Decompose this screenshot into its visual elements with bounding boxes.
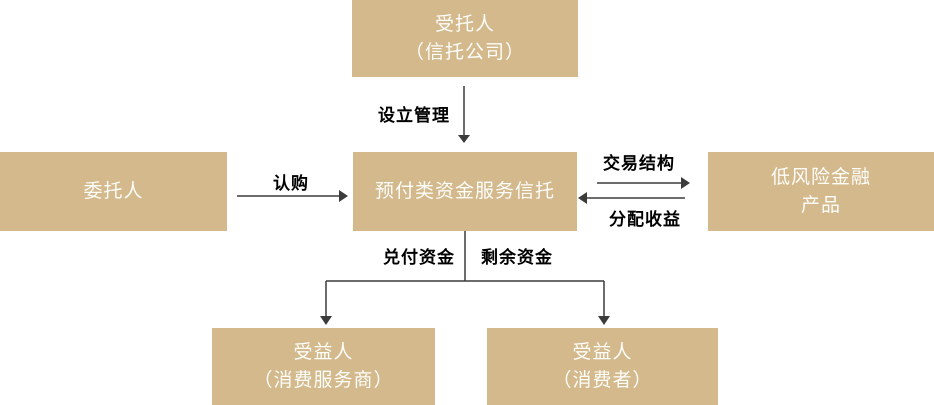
node-beneficiary-provider-line2: （消费服务商） [253,369,394,391]
node-product: 低风险金融 产品 [708,152,934,231]
node-product-line2: 产品 [800,194,841,216]
edge-label-establish: 设立管理 [378,106,450,125]
node-beneficiary-provider: 受益人 （消费服务商） [212,328,435,405]
edge-establish-arrowhead-icon [458,135,470,143]
node-product-line1: 低风险金融 [770,166,871,188]
edge-label-invest: 交易结构 [603,154,675,173]
node-trustee-line2: （信托公司） [404,41,525,63]
edge-distribute-arrowhead-icon [578,192,587,204]
edge-invest-arrowhead-icon [681,177,690,189]
node-settlor: 委托人 [0,152,227,231]
edge-redeem-arrowhead-icon [320,316,332,325]
node-beneficiary-provider-line1: 受益人 [293,341,354,363]
edge-label-remainder: 剩余资金 [481,248,553,267]
node-settlor-label: 委托人 [83,180,144,202]
edge-label-distribute: 分配收益 [609,210,681,229]
node-beneficiary-consumer-line2: （消费者） [552,369,653,391]
edge-label-redeem: 兑付资金 [383,248,455,267]
node-beneficiary-consumer-line1: 受益人 [572,341,633,363]
node-trustee: 受托人 （信托公司） [352,0,578,77]
node-trustee-line1: 受托人 [434,13,495,35]
edge-subscribe-arrowhead-icon [339,190,348,202]
node-beneficiary-consumer: 受益人 （消费者） [487,328,718,405]
node-trust: 预付类资金服务信托 [353,152,577,231]
node-trust-label: 预付类资金服务信托 [374,180,555,202]
edge-remainder-arrowhead-icon [598,316,610,325]
edge-label-subscribe: 认购 [273,174,309,193]
